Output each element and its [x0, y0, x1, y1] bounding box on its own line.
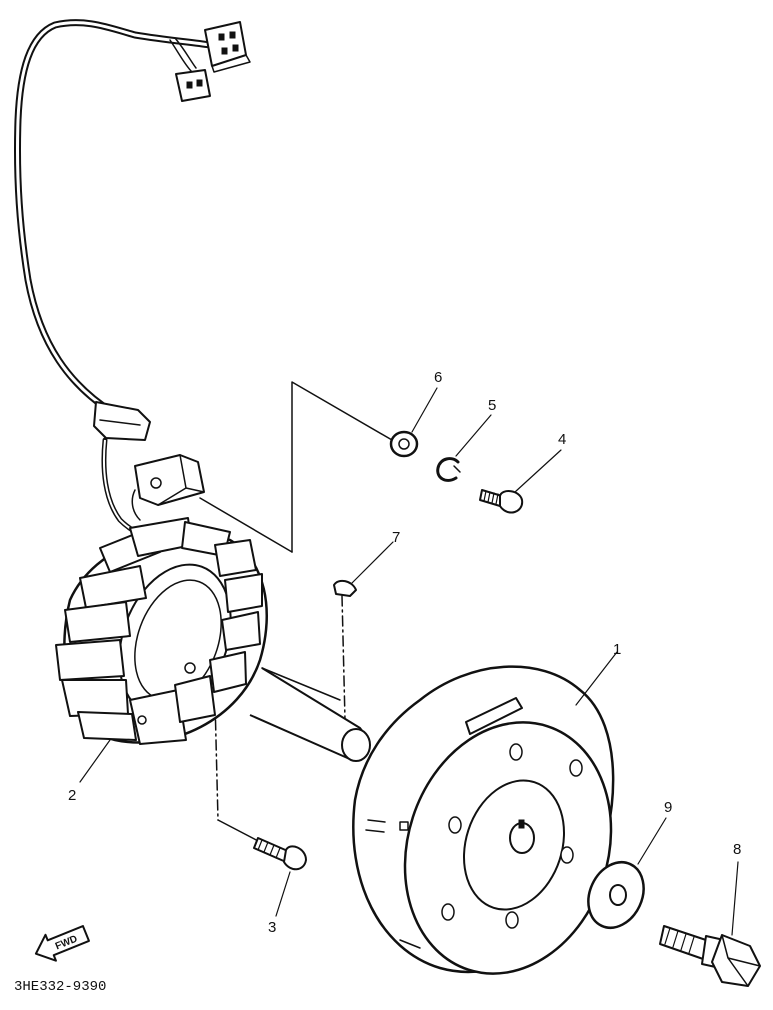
callout-6: 6: [434, 369, 442, 386]
assembly-leader-lines: [199, 381, 393, 844]
screw: [479, 489, 524, 514]
callout-4: 4: [558, 431, 566, 448]
callout-9: 9: [664, 799, 672, 816]
rotor-washer: [587, 861, 645, 929]
lock-washer: [436, 457, 461, 482]
harness-connector-upper: [204, 21, 251, 73]
callout-5: 5: [488, 397, 496, 414]
crankshaft-end: [249, 667, 371, 762]
diagram-part-code: 3HE332-9390: [14, 979, 106, 995]
rotor: [352, 665, 615, 975]
callout-1: 1: [613, 641, 621, 658]
callout-3: 3: [268, 919, 276, 936]
rotor-bolt: [659, 925, 761, 987]
plain-washer: [389, 430, 419, 458]
callout-8: 8: [733, 841, 741, 858]
callout-7: 7: [392, 529, 400, 546]
wire-harness: [13, 19, 214, 541]
callout-leaders: [79, 387, 739, 936]
stator-assembly: [55, 517, 268, 745]
harness-connector-lower: [175, 69, 211, 102]
stator-screw: [253, 837, 307, 871]
woodruff-key: [333, 579, 357, 597]
stator-coils: [55, 517, 263, 745]
fwd-arrow-icon: FWD: [34, 925, 90, 962]
pickup-coil: [131, 454, 205, 521]
callout-2: 2: [68, 787, 76, 804]
